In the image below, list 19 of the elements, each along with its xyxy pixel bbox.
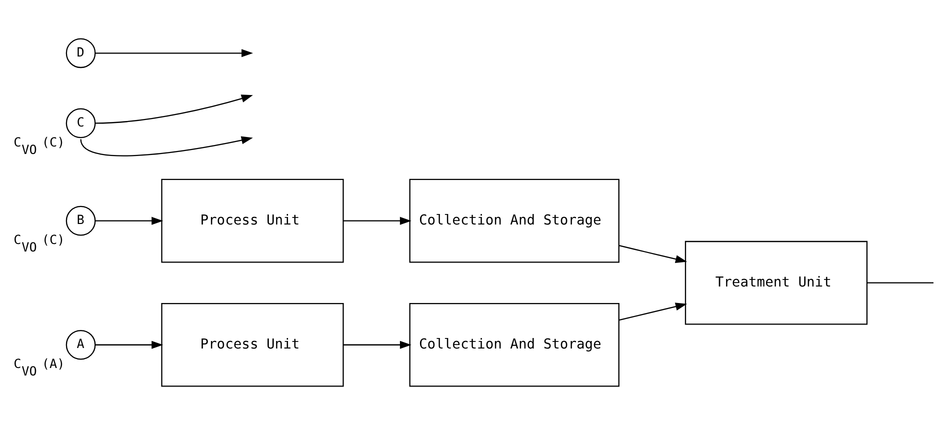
arrow (94, 94, 252, 124)
node-circle: A (65, 329, 96, 360)
node-box: Process Unit (160, 302, 344, 386)
arrow (94, 340, 163, 348)
arrow (618, 302, 687, 320)
node-circle: B (65, 205, 96, 236)
arrow (94, 216, 163, 224)
node-box: Process Unit (160, 178, 344, 262)
arrow (342, 216, 411, 224)
arrow (618, 244, 687, 263)
node-circle: C (65, 108, 96, 138)
arrow (80, 136, 252, 156)
node-circle: D (65, 38, 96, 68)
arrow (94, 48, 253, 57)
node-box: Collection And Storage (408, 302, 619, 386)
arrow (342, 340, 411, 348)
node-box: Collection And Storage (408, 178, 619, 262)
connector (866, 282, 933, 283)
node-box: Treatment Unit (684, 240, 868, 324)
